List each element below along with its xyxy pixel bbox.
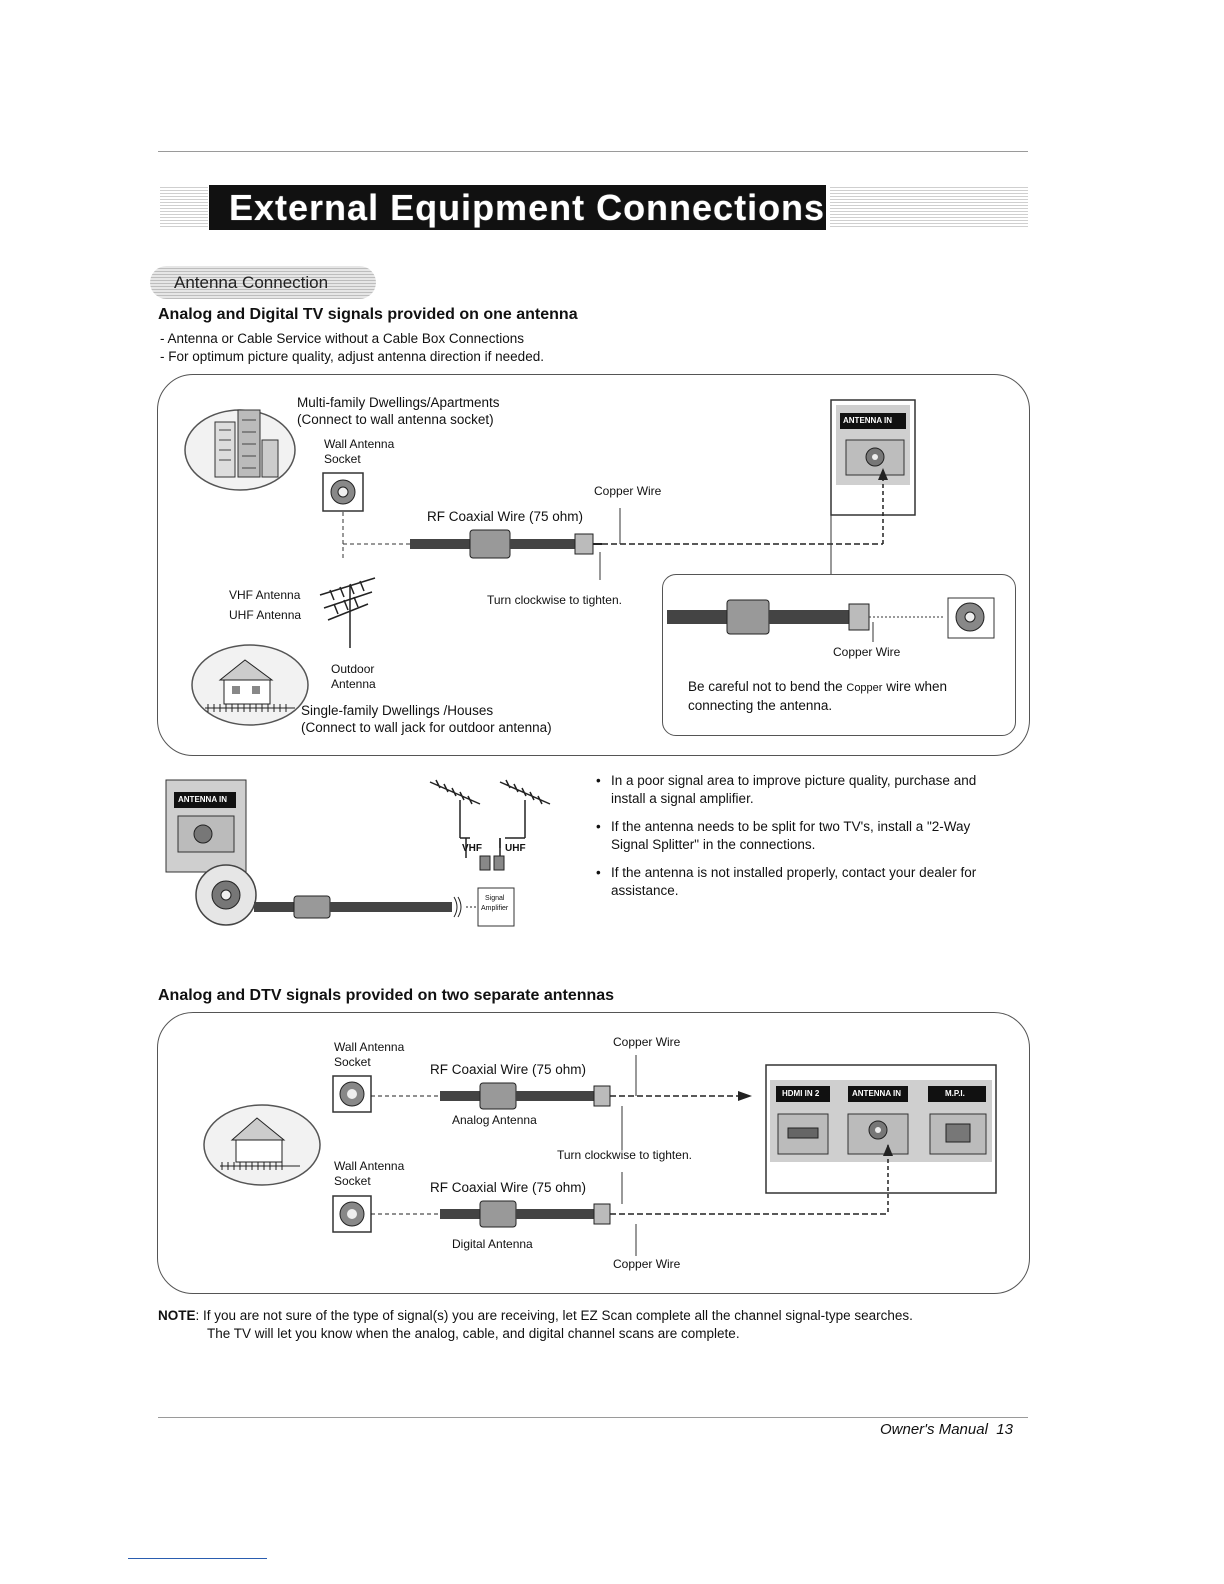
hdmi-port-label: HDMI IN 2 <box>782 1089 820 1098</box>
multi-family-label: Multi-family Dwellings/Apartments <box>297 395 500 410</box>
caution-text-a: Be careful not to bend the <box>688 679 847 694</box>
caution-text-line2: connecting the antenna. <box>688 698 833 713</box>
outdoor-antenna-label-2: Antenna <box>331 677 376 691</box>
wall-socket-label-2: Socket <box>324 452 361 466</box>
note-line2: The TV will let you know when the analog… <box>207 1326 740 1341</box>
section1-note-2: - For optimum picture quality, adjust an… <box>160 349 544 364</box>
digital-antenna-label: Digital Antenna <box>452 1237 533 1251</box>
wall-socket-label-top-2: Socket <box>334 1055 371 1069</box>
inset-copper-wire-label: Copper Wire <box>833 645 901 659</box>
inset-coax-icon <box>667 597 995 642</box>
vhf-label: VHF <box>462 843 482 854</box>
banner-hatch-right <box>830 187 1028 227</box>
diagram1-panel <box>157 374 1030 756</box>
wall-socket-label-bottom: Wall Antenna <box>334 1159 405 1173</box>
outdoor-antenna-label: Outdoor <box>331 662 375 676</box>
wall-socket-label-bottom-2: Socket <box>334 1174 371 1188</box>
caution-inset <box>662 574 1016 736</box>
house-icon <box>191 644 309 726</box>
analog-antenna-label: Analog Antenna <box>452 1113 537 1127</box>
house-icon-2 <box>203 1104 321 1186</box>
copper-wire-label-bottom: Copper Wire <box>613 1257 681 1271</box>
rf-coax-label: RF Coaxial Wire (75 ohm) <box>427 509 584 524</box>
antenna-in-port-label-2: ANTENNA IN <box>852 1089 902 1098</box>
turn-clockwise-label: Turn clockwise to tighten. <box>487 593 622 607</box>
uhf-antenna-label: UHF Antenna <box>229 608 302 622</box>
bottom-rule <box>158 1417 1028 1418</box>
tips-list: In a poor signal area to improve picture… <box>596 772 1006 910</box>
banner-hatch-left <box>160 187 208 227</box>
multi-family-sub: (Connect to wall antenna socket) <box>297 412 494 427</box>
wall-socket-label: Wall Antenna <box>324 437 395 451</box>
section2-heading: Analog and DTV signals provided on two s… <box>158 987 615 1004</box>
uhf-label: UHF <box>505 843 526 854</box>
vhf-uhf-antennas-icon <box>429 779 551 858</box>
signal-amplifier-label: Signal <box>485 895 505 902</box>
amp-antenna-in-label: ANTENNA IN <box>178 795 228 804</box>
wall-socket-icon <box>322 472 364 512</box>
single-family-sub: (Connect to wall jack for outdoor antenn… <box>301 720 552 735</box>
note-text: : If you are not sure of the type of sig… <box>195 1308 913 1323</box>
section1-heading: Analog and Digital TV signals provided o… <box>158 306 578 323</box>
antenna-in-port-label: ANTENNA IN <box>843 416 893 425</box>
section1-note-1: - Antenna or Cable Service without a Cab… <box>160 331 524 346</box>
apartment-building-icon <box>184 409 296 491</box>
rf-coax-label-top: RF Coaxial Wire (75 ohm) <box>430 1062 587 1077</box>
diagram2-panel <box>157 1012 1030 1294</box>
vhf-antenna-label: VHF Antenna <box>229 588 301 602</box>
outdoor-antenna-icon <box>319 577 376 648</box>
footer-manual: Owner's Manual <box>880 1421 988 1438</box>
coax-cable-icon <box>410 529 602 559</box>
tip-item: If the antenna needs to be split for two… <box>596 818 1006 854</box>
footer: Owner's Manual 13 <box>880 1421 1013 1438</box>
signal-amplifier-label-2: Amplifier <box>481 905 509 912</box>
copper-wire-label: Copper Wire <box>594 484 662 498</box>
note-line1: NOTE: If you are not sure of the type of… <box>158 1308 913 1323</box>
caution-text-b: wire when <box>882 679 947 694</box>
note-label: NOTE <box>158 1308 196 1323</box>
page-number: 13 <box>996 1421 1013 1438</box>
caution-text-small: Copper <box>846 682 883 694</box>
tip-item: In a poor signal area to improve picture… <box>596 772 1006 808</box>
rf-coax-label-bottom: RF Coaxial Wire (75 ohm) <box>430 1180 587 1195</box>
caution-text: Be careful not to bend the Copper wire w… <box>688 679 998 694</box>
top-rule <box>158 151 1028 152</box>
corner-underline <box>128 1558 267 1559</box>
copper-wire-label-top: Copper Wire <box>613 1035 681 1049</box>
page-title: External Equipment Connections <box>209 185 826 230</box>
single-family-label: Single-family Dwellings /Houses <box>301 703 494 718</box>
mpi-port-label: M.P.I. <box>945 1089 965 1098</box>
tip-item: If the antenna is not installed properly… <box>596 864 1006 900</box>
section-tab: Antenna Connection <box>150 266 376 299</box>
wall-socket-label-top: Wall Antenna <box>334 1040 405 1054</box>
turn-clockwise-label-2: Turn clockwise to tighten. <box>557 1148 692 1162</box>
